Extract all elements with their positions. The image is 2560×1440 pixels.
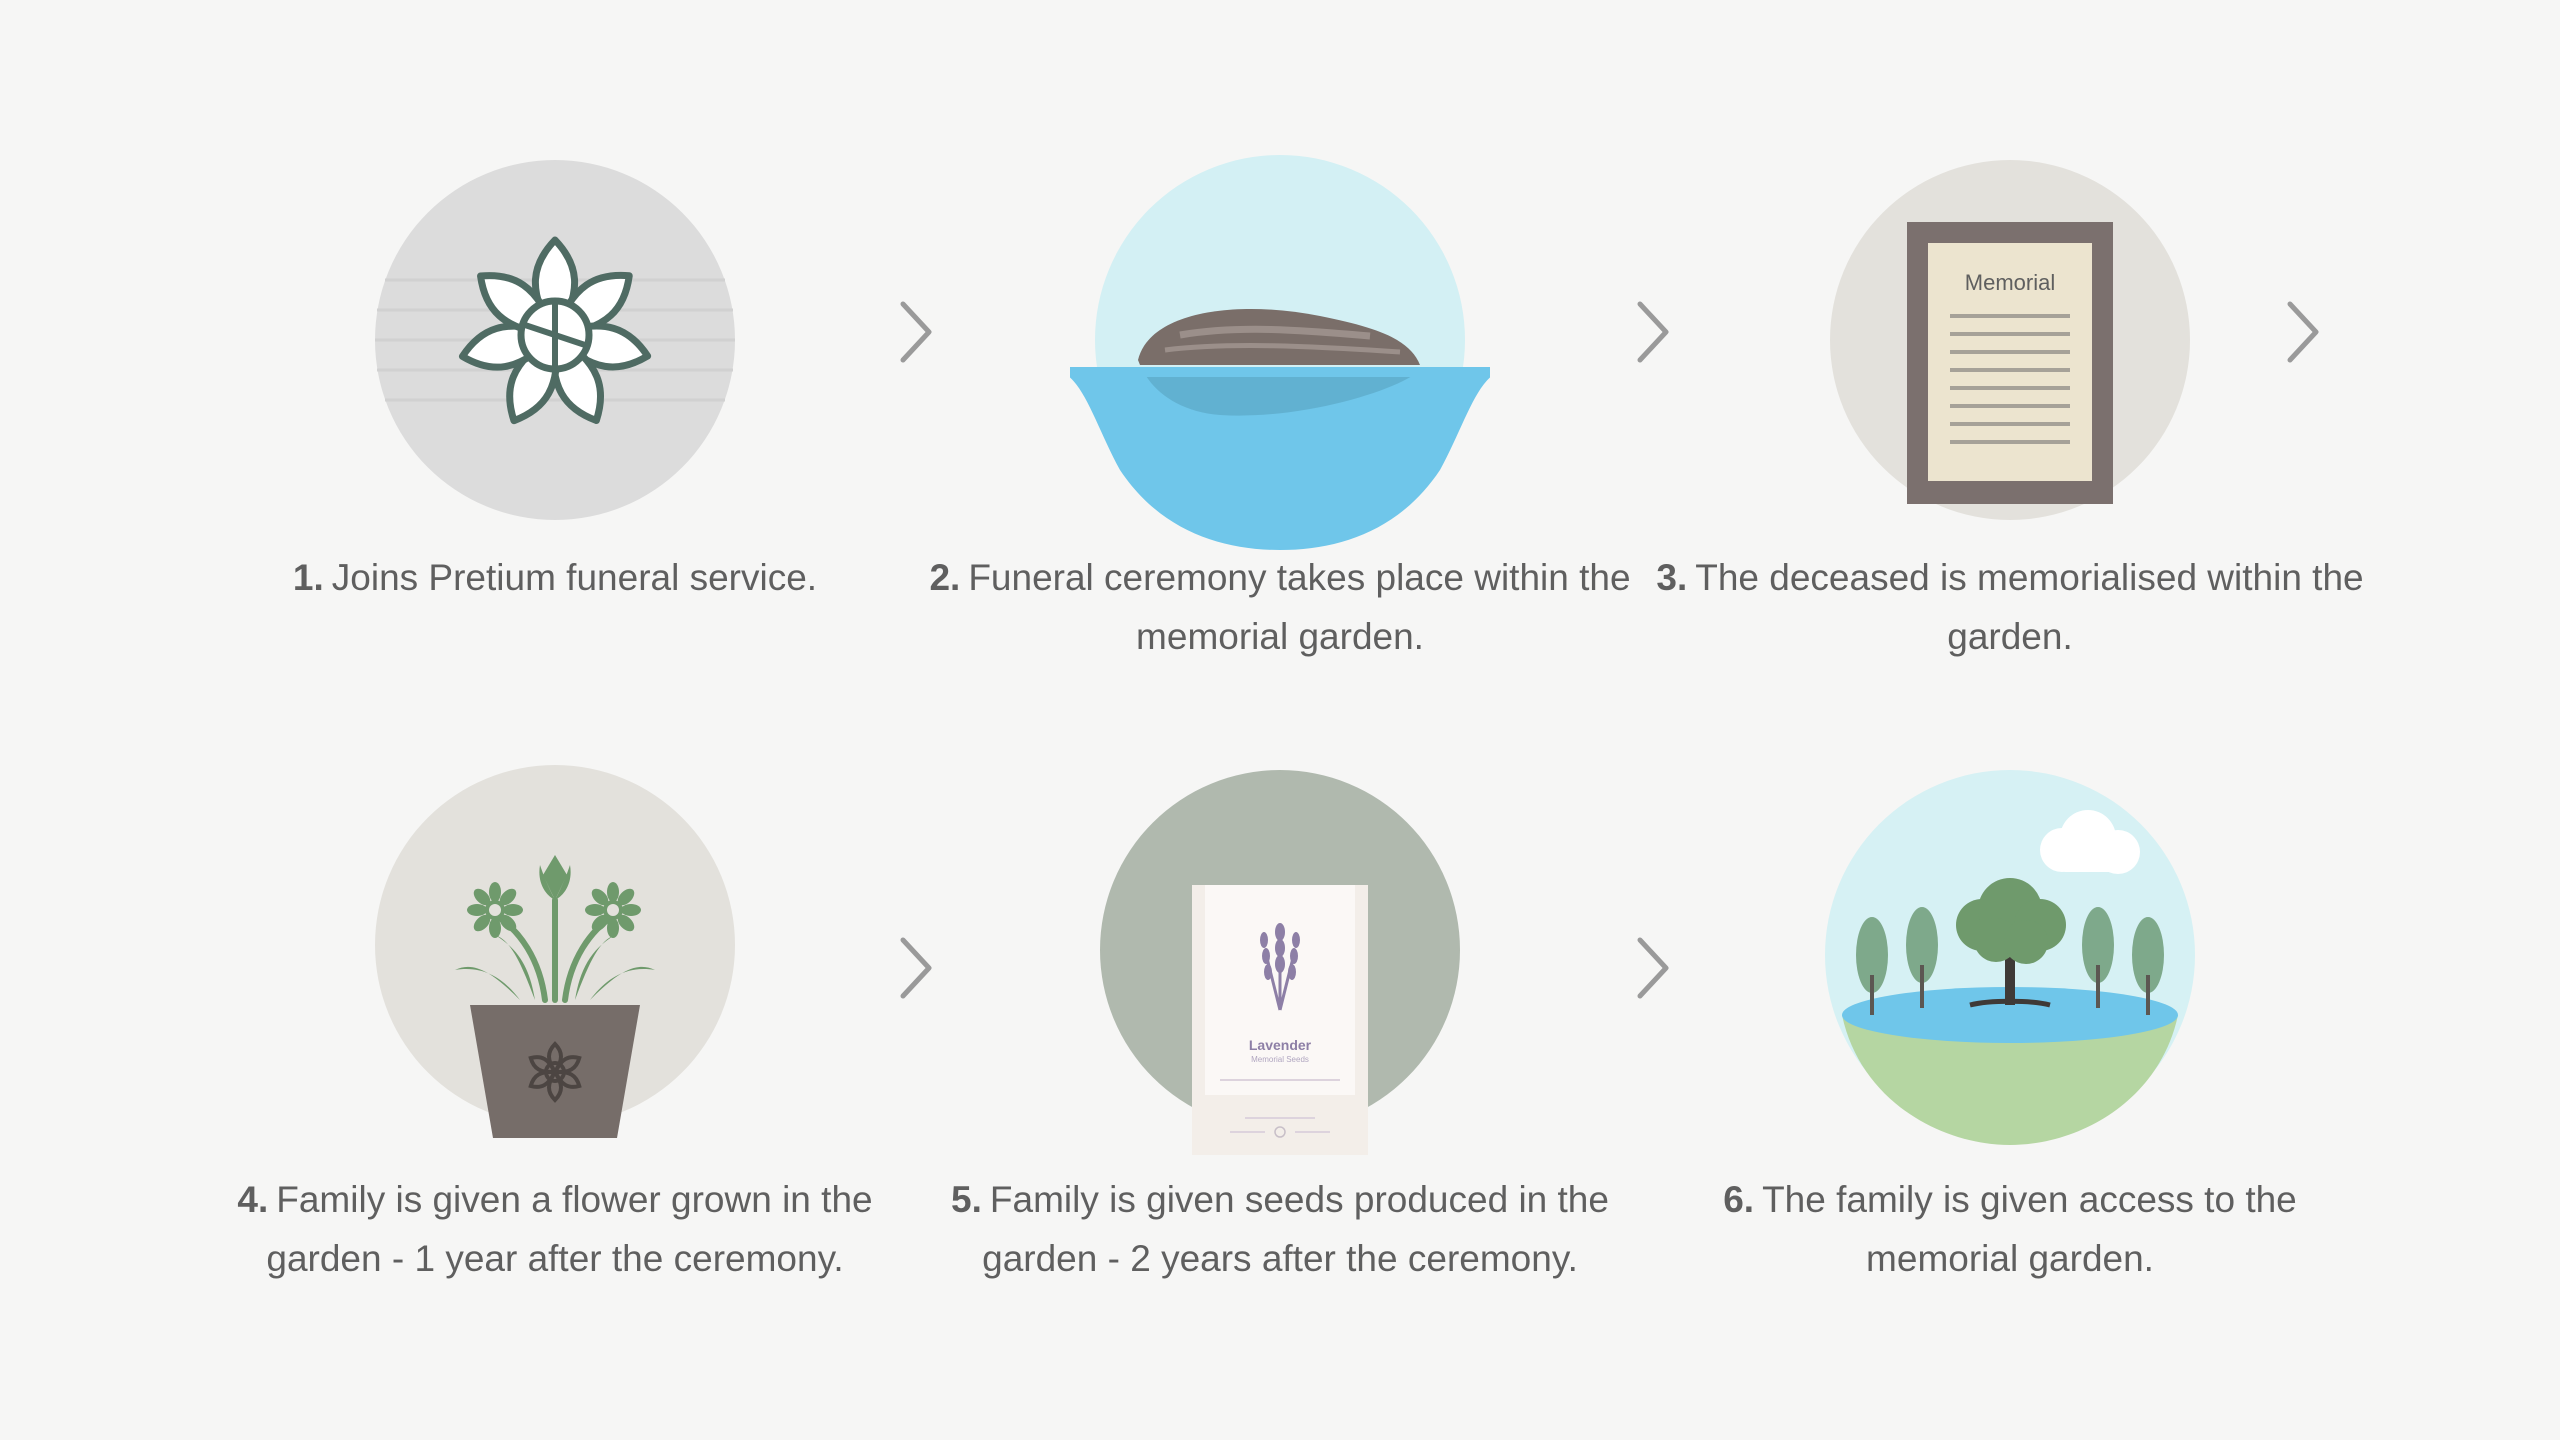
step-1-caption: 1.Joins Pretium funeral service.: [195, 548, 915, 607]
step-4-text: Family is given a flower grown in the ga…: [266, 1179, 873, 1279]
memorial-plaque-label: Memorial: [1965, 270, 2055, 295]
step-2-text: Funeral ceremony takes place within the …: [968, 557, 1631, 657]
step-5-number: 5.: [951, 1179, 982, 1220]
chevron-right-icon: [885, 292, 945, 372]
seed-packet-title: Lavender: [1249, 1037, 1312, 1053]
step-1-text: Joins Pretium funeral service.: [331, 557, 818, 598]
step-3-caption: 3.The deceased is memorialised within th…: [1650, 548, 2370, 666]
chevron-right-icon: [2272, 292, 2332, 372]
chevron-right-icon: [1622, 292, 1682, 372]
memorial-plaque-icon: Memorial: [1800, 130, 2220, 550]
step-4-number: 4.: [237, 1179, 269, 1220]
stone-on-water-icon: [1070, 130, 1490, 550]
step-5-caption: 5.Family is given seeds produced in the …: [920, 1170, 1640, 1288]
potted-flowers-icon: [345, 760, 765, 1180]
step-6-text: The family is given access to the memori…: [1762, 1179, 2297, 1279]
step-2-caption: 2.Funeral ceremony takes place within th…: [920, 548, 1640, 666]
chevron-right-icon: [885, 928, 945, 1008]
seed-packet-subtitle: Memorial Seeds: [1251, 1055, 1309, 1064]
flower-icon: [345, 130, 765, 550]
chevron-right-icon: [1622, 928, 1682, 1008]
seed-packet-icon: Lavender Memorial Seeds: [1070, 760, 1490, 1180]
step-3-number: 3.: [1656, 557, 1688, 598]
step-3-text: The deceased is memorialised within the …: [1695, 557, 2364, 657]
garden-island-icon: [1800, 760, 2220, 1180]
step-2-number: 2.: [929, 557, 961, 598]
step-1-number: 1.: [292, 557, 324, 598]
step-6-caption: 6.The family is given access to the memo…: [1650, 1170, 2370, 1288]
step-4-caption: 4.Family is given a flower grown in the …: [195, 1170, 915, 1288]
step-6-number: 6.: [1723, 1179, 1755, 1220]
step-5-text: Family is given seeds produced in the ga…: [982, 1179, 1609, 1279]
